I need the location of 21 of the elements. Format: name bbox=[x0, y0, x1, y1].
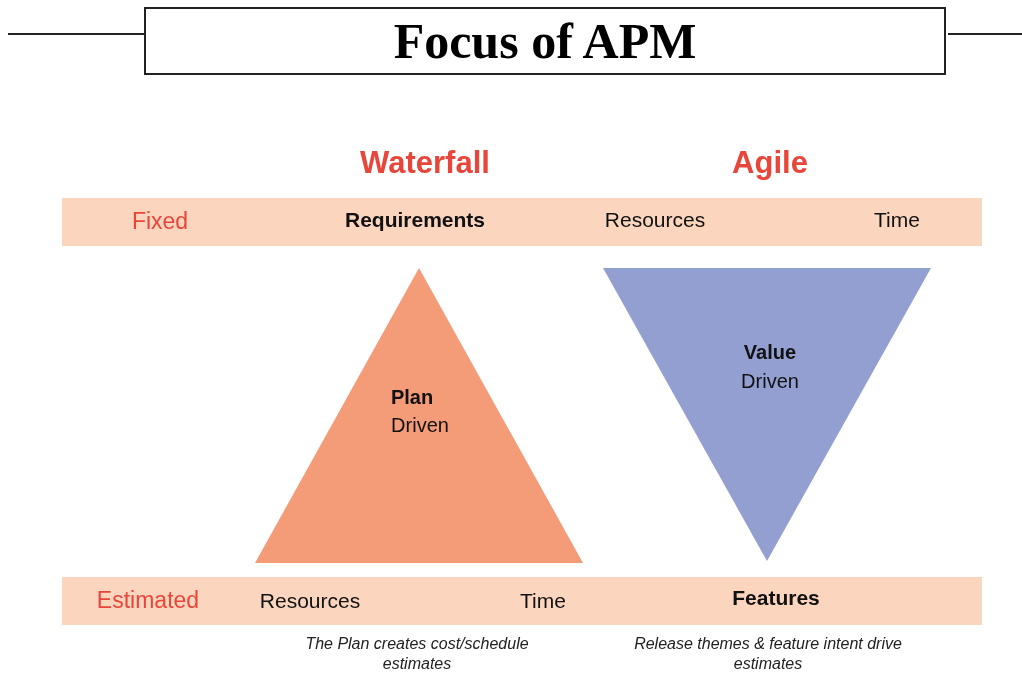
column-heading: Waterfall bbox=[360, 145, 490, 181]
band-label: Time bbox=[874, 208, 920, 232]
note-text: Release themes & feature intent drive estimates bbox=[633, 634, 903, 673]
band-label: Features bbox=[732, 586, 820, 610]
row-heading: Fixed bbox=[131, 208, 189, 235]
triangle-label: Driven bbox=[741, 370, 799, 393]
band bbox=[62, 577, 982, 625]
triangle-label: Plan bbox=[390, 386, 434, 409]
band-label: Requirements bbox=[345, 208, 485, 232]
triangle-shape bbox=[255, 268, 583, 563]
band-label: Resources bbox=[259, 589, 361, 613]
band-label: Resources bbox=[604, 208, 706, 232]
triangle-label: Value bbox=[743, 341, 797, 364]
triangle-label: Driven bbox=[391, 414, 449, 437]
row-heading: Estimated bbox=[96, 587, 200, 614]
triangle-shape bbox=[603, 268, 931, 561]
title-banner: Focus of APM bbox=[144, 7, 946, 75]
band bbox=[62, 198, 982, 246]
column-heading: Agile bbox=[732, 145, 808, 181]
note-text: The Plan creates cost/schedule estimates bbox=[304, 634, 530, 673]
band-label: Time bbox=[520, 589, 566, 613]
